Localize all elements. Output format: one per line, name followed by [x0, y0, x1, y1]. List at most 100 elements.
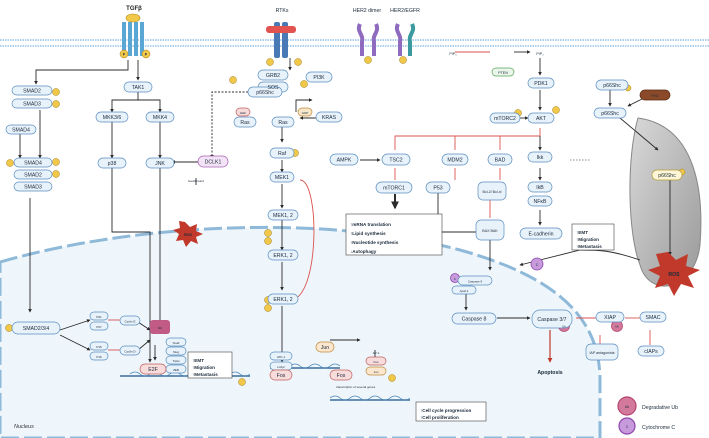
node-casp9-label: Caspase 9 — [468, 279, 483, 283]
node-mtorc2-label: mTORC2 — [494, 116, 516, 122]
cytochrome-c-icon — [530, 257, 544, 271]
node-ikk — [527, 151, 553, 163]
node-bad — [487, 153, 513, 166]
node-fos-a-label: Fos — [277, 373, 286, 379]
node-grb2-label: GRB2 — [266, 73, 280, 79]
apoptosis-label: Apoptosis — [537, 370, 562, 376]
node-jun-b — [365, 366, 387, 376]
node-ampk-label: AMPK — [337, 157, 352, 163]
node-p38 — [97, 157, 127, 169]
node-ras-a-label: Ras — [240, 120, 250, 126]
node-pi3k — [305, 71, 333, 83]
phospho-label: P — [123, 52, 126, 56]
outcome-emt-right-line: ↑Metastasis — [576, 244, 602, 249]
node-smad234 — [11, 321, 61, 335]
node-jun-b-label: Jun — [374, 370, 379, 374]
node-slug — [165, 346, 187, 356]
phospho-icon — [229, 76, 237, 84]
node-p38-label: p38 — [108, 161, 117, 167]
node-fos-a — [269, 369, 293, 381]
node-jun-a-label: Jun — [321, 345, 329, 351]
phospho-icon — [552, 106, 560, 114]
node-smad4-b — [13, 157, 53, 168]
node-raf-label: Raf — [278, 151, 287, 157]
node-ikk-label: Ikk — [537, 155, 544, 161]
ub-legend-icon — [617, 396, 637, 416]
node-twist-label: Twist — [173, 359, 180, 363]
node-ikb-label: IkB — [536, 185, 544, 191]
node-bax-label: BAX BAK — [482, 229, 498, 233]
node-p66shc-mito — [651, 169, 683, 181]
node-smac-label: SMAC — [646, 315, 661, 321]
node-p66shc-r1 — [595, 79, 629, 91]
node-smad3-b-label: SMAD3 — [24, 184, 42, 190]
phospho-icon — [238, 378, 246, 386]
phospho-icon — [364, 56, 372, 64]
node-gdp-label: GDP — [302, 111, 309, 115]
node-bax — [475, 219, 505, 241]
node-layer — [5, 67, 683, 422]
node-mdm2 — [441, 153, 469, 166]
node-tsc2 — [381, 153, 411, 166]
transcription-label: transcription of several genes — [336, 385, 376, 389]
nucleus-label: Nucleus — [14, 424, 34, 430]
outcome-emt-right-line: ↑EMT — [576, 230, 588, 235]
node-raf — [269, 147, 295, 159]
node-iap-ant — [585, 343, 619, 361]
node-atf1 — [269, 351, 293, 361]
node-p66shc-mid — [247, 86, 283, 98]
outcome-mtor-line: ↑Nucleotide synthesis — [350, 240, 399, 245]
node-erk12-a-label: ERK1, 2 — [273, 253, 292, 259]
node-cyc-e-label: Cyclin E — [124, 319, 135, 323]
node-mkk36 — [95, 111, 129, 123]
phospho-icon — [6, 159, 14, 167]
node-pten-label: PTEN — [498, 71, 508, 75]
node-mtorc1 — [375, 181, 413, 194]
ros-large-icon — [648, 252, 700, 296]
node-gdp — [297, 107, 313, 117]
node-fos-b-label: Fos — [337, 373, 346, 379]
node-p66shc-r2 — [593, 107, 627, 119]
ub-marker-label: Ub — [562, 325, 566, 329]
node-nfkb-label: NFκB — [534, 199, 548, 205]
node-mkk36-label: MKK3/6 — [103, 115, 122, 121]
node-casp37-label: Caspase 3/7 — [537, 317, 566, 323]
node-bcl2-label: Bcl-2/ Bcl-xl — [483, 190, 502, 194]
node-ras-b — [271, 116, 295, 128]
node-cmyc-label: c-Myc — [277, 365, 285, 369]
node-smad3-a — [11, 98, 53, 109]
pip2-label: PIP₂ — [536, 52, 544, 56]
node-smad4-a — [5, 124, 37, 135]
ap1-label: AP-1 — [373, 351, 380, 355]
node-smad234-label: SMAD2/3/4 — [23, 326, 50, 332]
node-cyc-d-label: Cyclin D — [124, 349, 136, 353]
rtks-label: RTKs — [276, 8, 289, 14]
outcome-box-cell-cycle — [415, 401, 487, 422]
node-p27-label: P27 — [96, 325, 102, 329]
node-fos-b — [329, 369, 353, 381]
phospho-icon — [5, 324, 13, 332]
node-smad3-a-label: SMAD3 — [23, 101, 41, 107]
ub-marker-label: Ub — [615, 325, 619, 329]
node-kras — [315, 111, 343, 123]
phospho-icon — [52, 100, 60, 108]
node-pdk1-label: PDK1 — [534, 81, 548, 87]
node-p27 — [89, 321, 109, 331]
node-p66shc-mid-label: p66Shc — [256, 90, 274, 96]
node-twist — [165, 355, 187, 365]
ub-legend-letter: Ub — [625, 405, 630, 409]
node-p66shc-mito-label: p66Shc — [658, 173, 676, 179]
outcome-cell-cycle-line: ↑Cell proliferation — [420, 415, 459, 420]
node-ciaps-label: cIAPs — [644, 349, 658, 355]
node-dclk1-label: DCLK1 — [205, 159, 222, 165]
node-fos-b-label: Fos — [373, 360, 379, 364]
tgfb-label: TGFβ — [126, 6, 142, 12]
phospho-icon — [52, 88, 60, 96]
node-erk12-b-label: ERK1, 2 — [273, 297, 292, 303]
node-atf1-label: ATF-1 — [277, 355, 285, 359]
outcome-mtor-line: ↑Lipid synthesis — [350, 231, 386, 236]
node-p21-label: P21 — [96, 315, 102, 319]
node-ras-b-label: Ras — [278, 120, 288, 126]
